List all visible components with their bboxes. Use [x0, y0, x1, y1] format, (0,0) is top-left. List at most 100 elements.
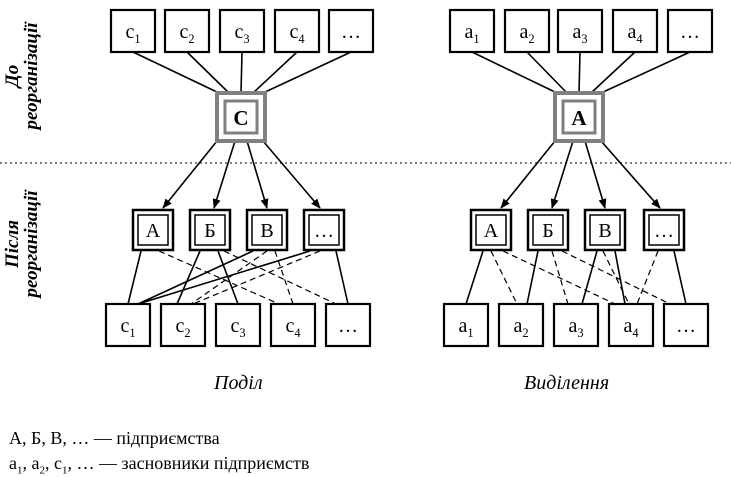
label-subscript: 1	[134, 32, 140, 46]
label-subscript: 2	[184, 326, 190, 340]
owner-box-frame	[611, 8, 659, 54]
box-label: a3	[572, 21, 587, 46]
after-label-line2: реорганізації	[21, 190, 42, 298]
box-label: a1	[458, 315, 473, 340]
label-base: c	[179, 21, 188, 43]
ownership-line	[673, 250, 687, 305]
bottom-owner-box: c2	[159, 302, 207, 348]
enterprise-label: А	[146, 220, 161, 242]
enterprise-box-inner	[308, 214, 340, 246]
enterprise-box-outer	[583, 208, 627, 252]
top-owner-box: …	[666, 8, 714, 54]
legend-symbol-subscript: 2	[39, 464, 46, 477]
box-label: …	[341, 21, 361, 43]
reorganization-arrow	[162, 140, 218, 209]
new-enterprise-box: В	[583, 208, 627, 252]
bottom-owner-box: c3	[214, 302, 262, 348]
dashed-ownership-line	[502, 250, 616, 305]
bottom-owner-box: a2	[497, 302, 545, 348]
connection-lines	[127, 51, 691, 305]
owner-to-enterprise-line	[252, 51, 298, 94]
legend-symbol: c	[54, 453, 62, 473]
owner-box-frame	[324, 302, 372, 348]
label-base: …	[338, 315, 358, 337]
enterprise-box-outer	[469, 208, 513, 252]
label-base: a	[572, 21, 581, 43]
top-owner-box: a3	[556, 8, 604, 54]
owner-to-enterprise-line	[262, 51, 352, 94]
box-label: c4	[285, 315, 300, 340]
owner-to-enterprise-line	[186, 51, 230, 94]
bottom-owner-box: …	[324, 302, 372, 348]
center-box-inner	[561, 99, 597, 135]
legend-enterprises: А, Б, В, … — підприємства	[9, 428, 220, 449]
top-owner-box: c4	[273, 8, 321, 54]
enterprise-box-outer	[526, 208, 570, 252]
enterprise-box-inner	[137, 214, 169, 246]
owner-to-enterprise-line	[526, 51, 568, 94]
label-base: c	[285, 315, 294, 337]
label-subscript: 1	[473, 32, 479, 46]
bottom-owner-box: a3	[552, 302, 600, 348]
center-box-inner	[223, 99, 259, 135]
reorganization-arrow	[550, 140, 574, 209]
ownership-line	[465, 250, 484, 305]
owner-box-frame	[218, 8, 266, 54]
new-enterprise-box: А	[469, 208, 513, 252]
bottom-owner-box: c4	[269, 302, 317, 348]
label-base: c	[120, 315, 129, 337]
label-subscript: 3	[581, 32, 587, 46]
owner-box-frame	[556, 8, 604, 54]
ownership-line	[335, 250, 349, 305]
owner-to-enterprise-line	[132, 51, 220, 94]
box-label: c2	[179, 21, 194, 46]
top-owner-box: c2	[163, 8, 211, 54]
legend-symbol-subscript: 1	[17, 464, 23, 477]
reorganization-arrow	[600, 140, 661, 209]
owner-box-frame	[109, 8, 157, 54]
enterprise-box-outer	[642, 208, 686, 252]
owner-to-enterprise-line	[578, 51, 581, 94]
owner-box-frame	[273, 8, 321, 54]
owner-box-frame	[159, 302, 207, 348]
label-base: c	[234, 21, 243, 43]
label-base: c	[125, 21, 134, 43]
before-label-line1: До	[2, 64, 23, 88]
label-subscript: 4	[294, 326, 300, 340]
box-label: c4	[289, 21, 304, 46]
legend-founders-text: … — засновники підприємств	[76, 453, 310, 473]
label-subscript: 2	[528, 32, 534, 46]
top-owner-box: a1	[448, 8, 496, 54]
top-owner-box: a4	[611, 8, 659, 54]
legend-separator: ,	[45, 453, 54, 473]
owner-box-frame	[214, 302, 262, 348]
new-enterprise-box: …	[302, 208, 346, 252]
owner-to-enterprise-line	[600, 51, 691, 94]
owner-box-frame	[327, 8, 375, 54]
owner-box-frame	[503, 8, 551, 54]
box-label: c1	[120, 315, 135, 340]
ownership-line	[127, 250, 142, 305]
enterprise-box-inner	[532, 214, 564, 246]
label-subscript: 3	[239, 326, 245, 340]
enterprise-box-outer	[188, 208, 232, 252]
enterprise-label: В	[598, 220, 611, 242]
box-label: c1	[125, 21, 140, 46]
enterprise-box-inner	[589, 214, 621, 246]
label-base: a	[513, 315, 522, 337]
enterprise-box-inner	[648, 214, 680, 246]
label-subscript: 2	[188, 32, 194, 46]
label-base: a	[519, 21, 528, 43]
enterprise-box-outer	[245, 208, 289, 252]
legend-enterprises-text: А, Б, В, … — підприємства	[9, 428, 220, 448]
box-label: a4	[623, 315, 638, 340]
owner-box-frame	[666, 8, 714, 54]
label-subscript: 4	[632, 326, 638, 340]
dashed-ownership-line	[192, 250, 321, 305]
ownership-line	[217, 250, 239, 305]
label-base: a	[627, 21, 636, 43]
reorganization-arrow	[500, 140, 556, 209]
top-owner-box: c3	[218, 8, 266, 54]
enterprise-box-inner	[251, 214, 283, 246]
